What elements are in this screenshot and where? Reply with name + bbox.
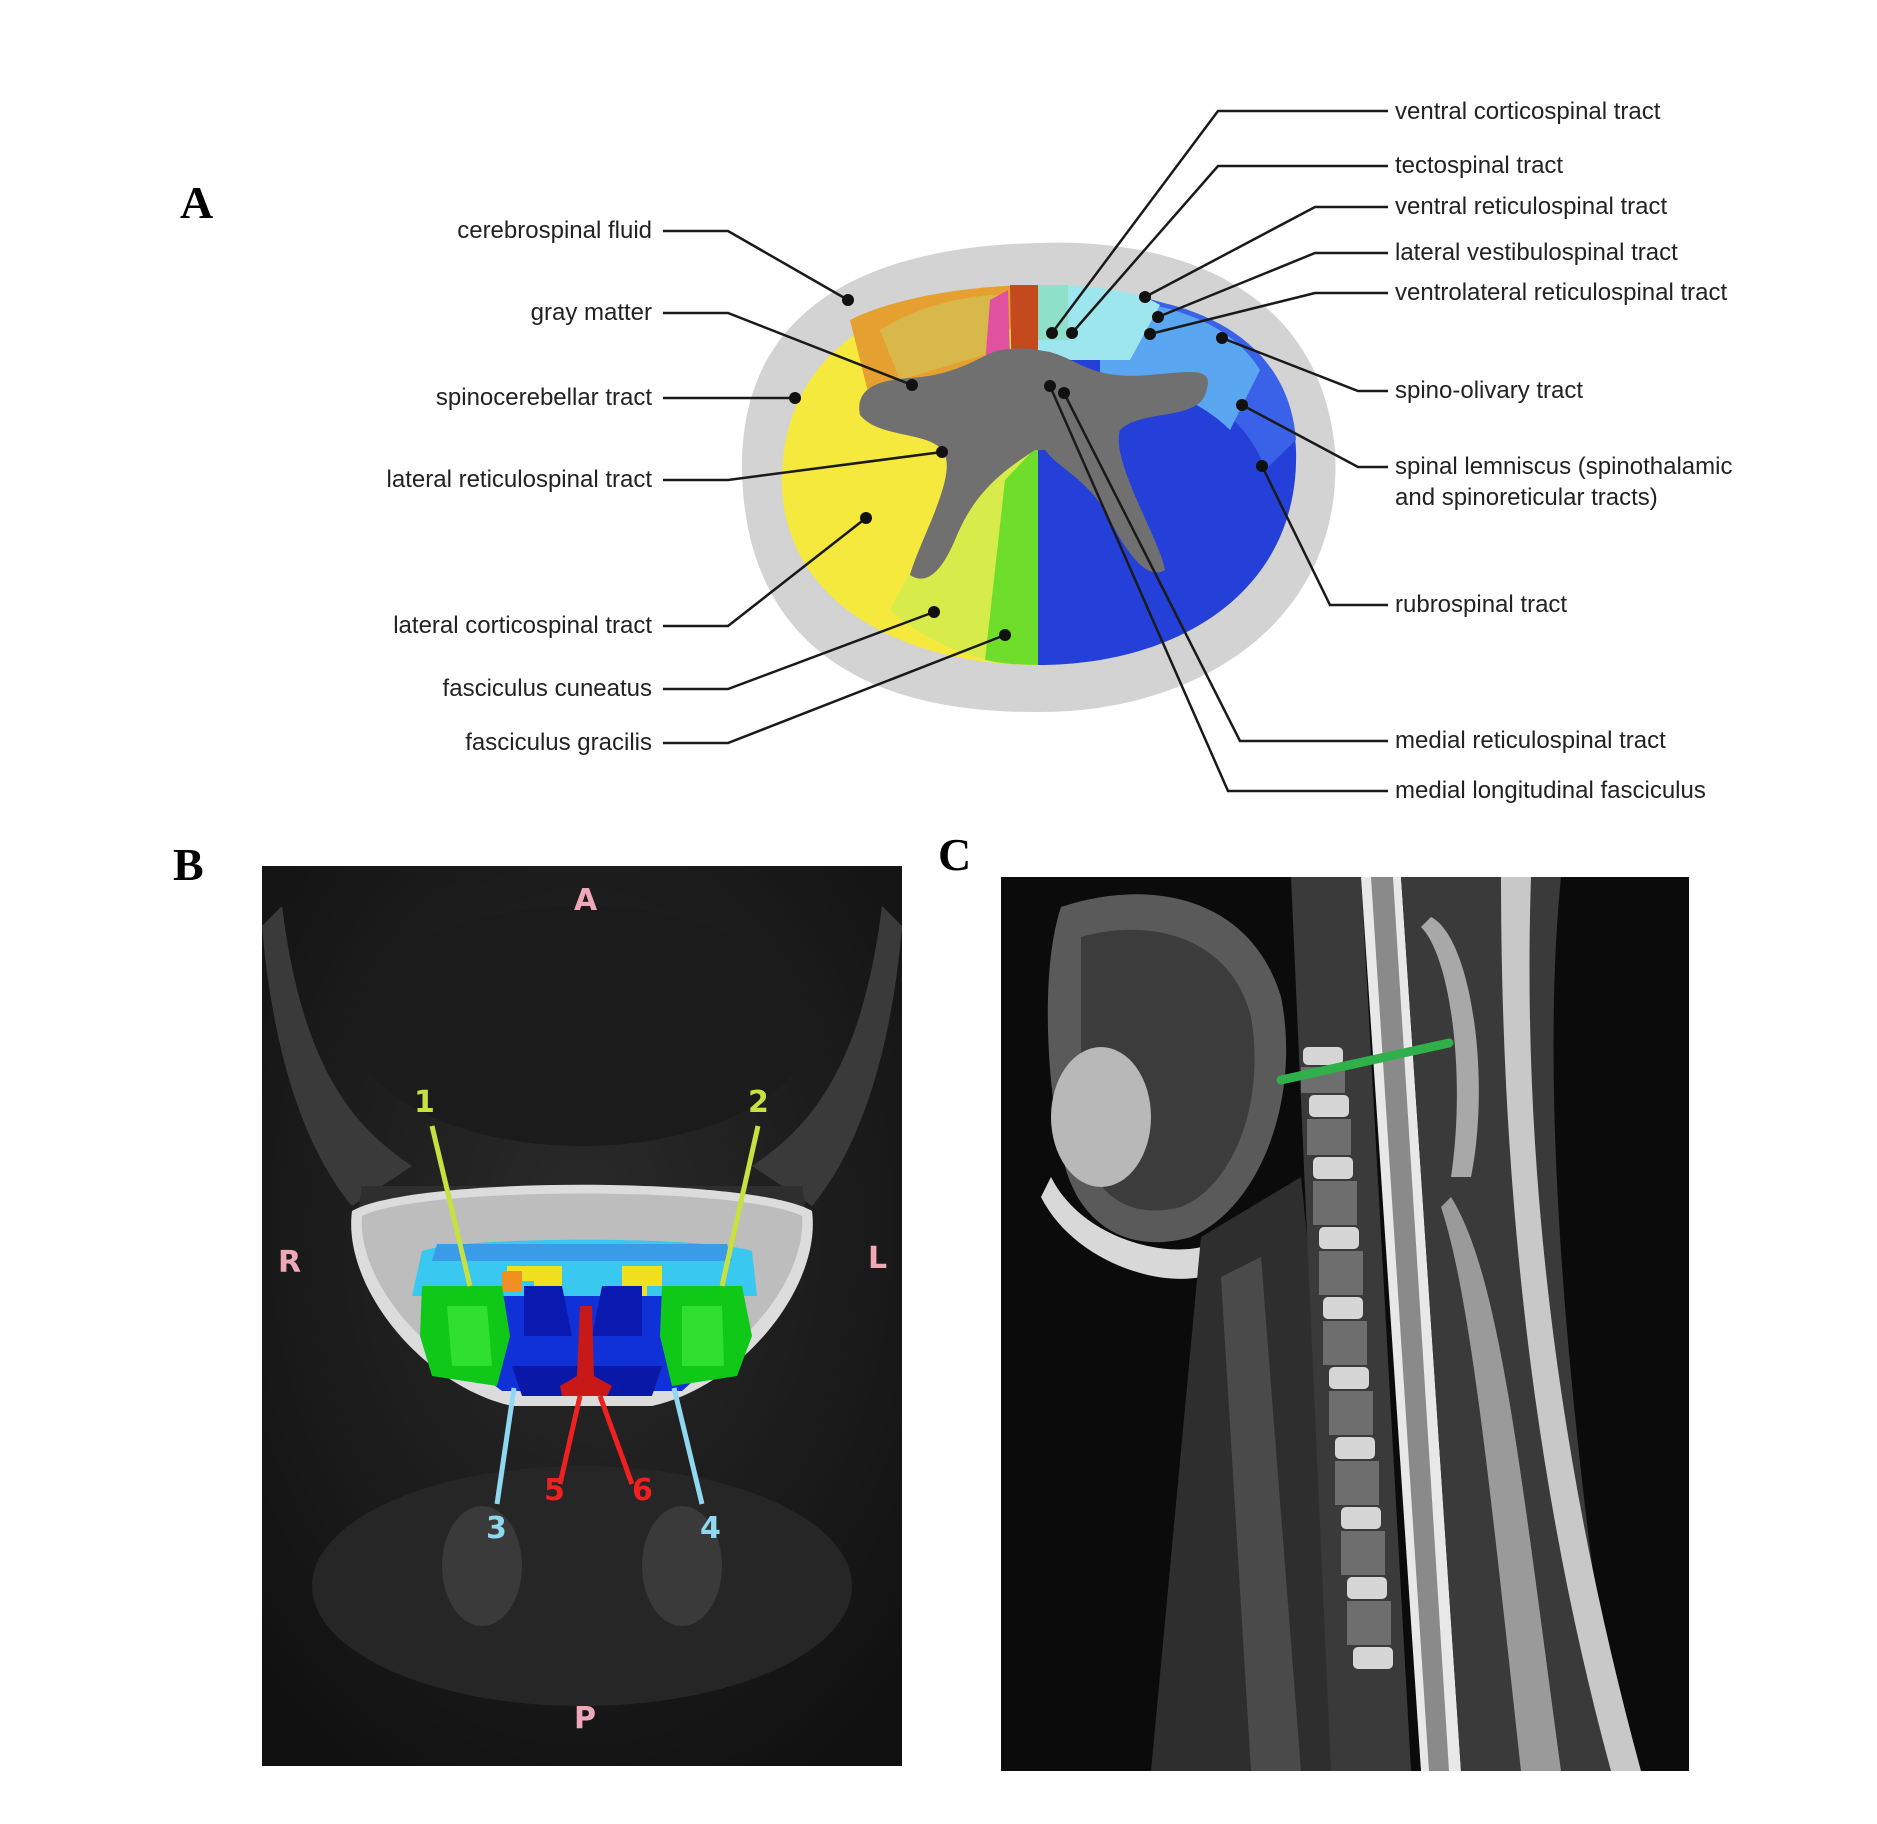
label-spinal-lemniscus: spinal lemniscus (spinothalamic bbox=[1395, 453, 1732, 480]
marker-number-2: 2 bbox=[748, 1085, 769, 1120]
label-ventral-corticospinal-tract: ventral corticospinal tract bbox=[1395, 98, 1661, 125]
panel-b-axial-mri: A P R L 1 2 3 4 5 6 bbox=[262, 866, 902, 1766]
orientation-left: L bbox=[868, 1241, 887, 1276]
marker-number-5: 5 bbox=[544, 1473, 565, 1508]
dot-medial-longitudinal-fasciculus bbox=[1044, 380, 1056, 392]
label-medial-reticulospinal-tract: medial reticulospinal tract bbox=[1395, 727, 1666, 754]
marker-line-1 bbox=[429, 1125, 473, 1287]
dot-ventrolateral-reticulospinal-tract bbox=[1144, 328, 1156, 340]
leader-lateral-corticospinal-tract bbox=[663, 517, 867, 628]
orientation-posterior: P bbox=[574, 1701, 596, 1736]
leader-ventral-reticulospinal-tract bbox=[1144, 205, 1388, 299]
label-medial-longitudinal-fasciculus: medial longitudinal fasciculus bbox=[1395, 777, 1706, 804]
leader-spino-olivary-tract bbox=[1221, 336, 1388, 393]
leader-cerebrospinal-fluid bbox=[663, 229, 849, 302]
orientation-right: R bbox=[278, 1245, 301, 1280]
label-ventrolateral-reticulospinal-tract: ventrolateral reticulospinal tract bbox=[1395, 279, 1727, 306]
leader-spinal-lemniscus bbox=[1241, 403, 1388, 469]
leader-lateral-reticulospinal-tract bbox=[663, 450, 943, 482]
dot-ventral-corticospinal-tract bbox=[1046, 327, 1058, 339]
panel-c-sagittal-mri bbox=[1001, 877, 1689, 1771]
marker-line-2 bbox=[719, 1125, 761, 1287]
ventral-left-tan bbox=[880, 295, 1005, 380]
label-spinal-lemniscus-line2: and spinoreticular tracts) bbox=[1395, 484, 1658, 511]
label-lateral-vestibulospinal-tract: lateral vestibulospinal tract bbox=[1395, 239, 1678, 266]
leader-medial-reticulospinal-tract bbox=[1062, 392, 1388, 743]
dot-spino-olivary-tract bbox=[1216, 332, 1228, 344]
label-rubrospinal-tract: rubrospinal tract bbox=[1395, 591, 1567, 618]
label-tectospinal-tract: tectospinal tract bbox=[1395, 152, 1563, 179]
leader-rubrospinal-tract bbox=[1260, 465, 1388, 607]
ventral-left-pink bbox=[985, 290, 1010, 365]
ventral-right-cyan bbox=[1038, 285, 1160, 360]
sagittal-mri-image bbox=[1001, 877, 1689, 1771]
spinal-cord-tract-diagram: cerebrospinal fluid gray matter spinocer… bbox=[387, 98, 1733, 804]
label-fasciculus-cuneatus: fasciculus cuneatus bbox=[443, 675, 652, 702]
dot-lateral-corticospinal-tract bbox=[860, 512, 872, 524]
dot-gray-matter bbox=[906, 379, 918, 391]
panel-letter-c: C bbox=[938, 829, 972, 880]
label-cerebrospinal-fluid: cerebrospinal fluid bbox=[457, 217, 652, 244]
leader-medial-longitudinal-fasciculus bbox=[1048, 385, 1388, 793]
marker-line-5 bbox=[557, 1395, 583, 1485]
ventral-corticospinal-region bbox=[1038, 285, 1068, 340]
leader-gray-matter bbox=[663, 311, 913, 387]
cord-overlay-red bbox=[560, 1306, 612, 1396]
marker-line-4 bbox=[671, 1387, 705, 1505]
dot-cerebrospinal-fluid bbox=[842, 294, 854, 306]
label-spinocerebellar-tract: spinocerebellar tract bbox=[436, 384, 652, 411]
axial-slice-indicator bbox=[1276, 1038, 1454, 1085]
dot-rubrospinal-tract bbox=[1256, 460, 1268, 472]
leader-fasciculus-gracilis bbox=[663, 633, 1006, 745]
label-spino-olivary-tract: spino-olivary tract bbox=[1395, 377, 1583, 404]
marker-line-3 bbox=[494, 1387, 517, 1505]
dot-ventral-reticulospinal-tract bbox=[1139, 291, 1151, 303]
marker-number-6: 6 bbox=[632, 1473, 653, 1508]
label-lateral-reticulospinal-tract: lateral reticulospinal tract bbox=[387, 466, 653, 493]
leader-lateral-vestibulospinal-tract bbox=[1157, 251, 1388, 319]
leader-tectospinal-tract bbox=[1071, 164, 1388, 334]
marker-number-3: 3 bbox=[486, 1511, 507, 1546]
leader-fasciculus-cuneatus bbox=[663, 610, 935, 691]
fasciculus-gracilis-region bbox=[985, 445, 1038, 665]
dot-lateral-vestibulospinal-tract bbox=[1152, 311, 1164, 323]
leader-ventrolateral-reticulospinal-tract bbox=[1149, 291, 1388, 336]
marker-number-1: 1 bbox=[414, 1085, 435, 1120]
orientation-anterior: A bbox=[574, 883, 598, 918]
panel-letter-b: B bbox=[173, 839, 204, 890]
marker-number-4: 4 bbox=[700, 1511, 721, 1546]
label-gray-matter: gray matter bbox=[531, 299, 652, 326]
label-lateral-corticospinal-tract: lateral corticospinal tract bbox=[393, 612, 652, 639]
label-ventral-reticulospinal-tract: ventral reticulospinal tract bbox=[1395, 193, 1667, 220]
dot-lateral-reticulospinal-tract bbox=[936, 446, 948, 458]
gray-matter bbox=[859, 348, 1208, 579]
dot-spinocerebellar-tract bbox=[789, 392, 801, 404]
label-fasciculus-gracilis: fasciculus gracilis bbox=[465, 729, 652, 756]
dot-tectospinal-tract bbox=[1066, 327, 1078, 339]
axial-mri-image: A P R L 1 2 3 4 5 6 bbox=[262, 866, 902, 1766]
dot-spinal-lemniscus bbox=[1236, 399, 1248, 411]
marker-line-6 bbox=[597, 1395, 635, 1485]
dot-fasciculus-cuneatus bbox=[928, 606, 940, 618]
spinal-cord bbox=[1371, 877, 1449, 1771]
dot-medial-reticulospinal-tract bbox=[1058, 387, 1070, 399]
leader-ventral-corticospinal-tract bbox=[1050, 109, 1388, 334]
panel-letter-a: A bbox=[180, 177, 214, 228]
dot-fasciculus-gracilis bbox=[999, 629, 1011, 641]
